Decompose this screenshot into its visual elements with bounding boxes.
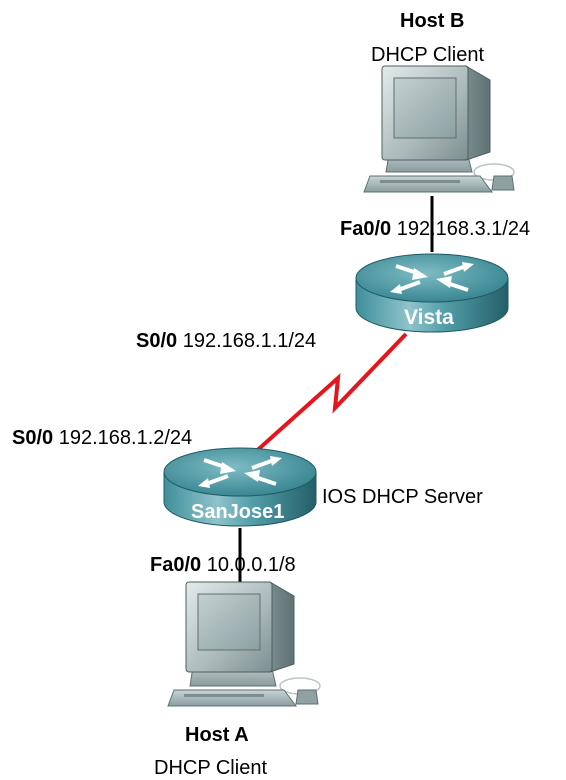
sanjose1-fa0-ip: 10.0.0.1/8 (206, 554, 296, 576)
sanjose1-role: IOS DHCP Server (322, 486, 483, 508)
host-a-name: Host A (185, 724, 249, 746)
vista-s0-label: S0/0 192.168.1.1/24 (136, 330, 316, 352)
sanjose1-fa0-interface: Fa0/0 (150, 554, 202, 576)
sanjose1-router-icon (163, 447, 317, 527)
host-a-computer-icon (167, 581, 321, 707)
sanjose1-fa0-label: Fa0/0 10.0.0.1/8 (150, 554, 296, 576)
vista-fa0-label: Fa0/0 192.168.3.1/24 (340, 218, 530, 240)
vista-s0-ip: 192.168.1.1/24 (182, 330, 317, 352)
host-b-computer-icon (363, 65, 515, 193)
host-a-role: DHCP Client (154, 757, 267, 779)
sanjose1-s0-label: S0/0 192.168.1.2/24 (12, 427, 192, 449)
serial-link (250, 332, 408, 457)
vista-fa0-interface: Fa0/0 (340, 218, 392, 240)
vista-router-label: Vista (404, 306, 454, 329)
vista-router-icon (355, 253, 509, 333)
vista-s0-interface: S0/0 (136, 330, 178, 352)
sanjose1-s0-interface: S0/0 (12, 427, 54, 449)
sanjose1-s0-ip: 192.168.1.2/24 (58, 427, 193, 449)
sanjose1-router-label: SanJose1 (191, 501, 285, 523)
vista-fa0-ip: 192.168.3.1/24 (396, 218, 531, 240)
host-b-role: DHCP Client (371, 44, 484, 66)
host-b-name: Host B (400, 10, 465, 32)
